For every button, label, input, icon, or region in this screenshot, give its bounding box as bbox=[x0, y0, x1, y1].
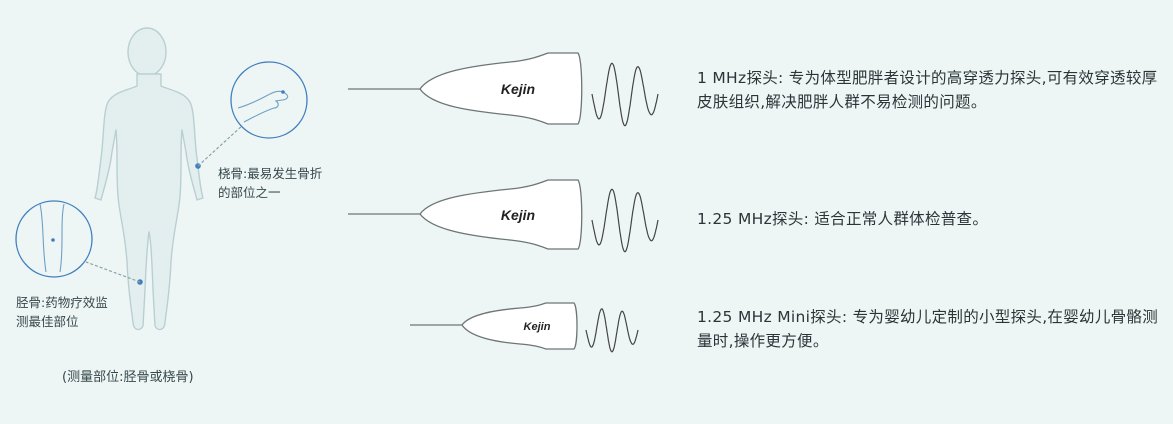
tibia-label: 胫骨:药物疗效监测最佳部位 bbox=[16, 295, 108, 329]
human-body-figure bbox=[94, 27, 204, 331]
leg-point-dot bbox=[51, 238, 55, 242]
tibia-leader-line bbox=[85, 261, 141, 283]
radius-label: 桡骨:最易发生骨折的部位之一 bbox=[218, 166, 323, 200]
leg-left-edge bbox=[39, 203, 47, 273]
probe-brand-label: Kejin bbox=[501, 207, 535, 223]
torso-and-limbs bbox=[94, 73, 204, 331]
hand-point-dot bbox=[281, 90, 285, 94]
probe-1mhz bbox=[348, 52, 659, 127]
ultrasound-wave bbox=[591, 62, 659, 127]
hand-icon bbox=[237, 90, 289, 123]
probe-125mhz bbox=[348, 179, 659, 253]
ultrasound-wave bbox=[591, 188, 659, 253]
ultrasound-wave bbox=[585, 308, 639, 353]
measure-site-caption: (测量部位:胫骨或桡骨) bbox=[62, 370, 194, 385]
probe-body bbox=[461, 302, 578, 350]
leg-right-edge bbox=[59, 203, 65, 273]
head-shape bbox=[127, 27, 167, 77]
probe-brand-label: Kejin bbox=[524, 321, 551, 333]
probe-brand-label: Kejin bbox=[501, 81, 535, 97]
probe-2-description: 1.25 MHz探头: 适合正常人群体检普查。 bbox=[697, 210, 989, 228]
leg-inset bbox=[15, 200, 93, 278]
probe-body bbox=[419, 179, 583, 250]
radius-leader-line bbox=[197, 123, 245, 167]
probe-body bbox=[419, 52, 583, 125]
wrist-inset bbox=[230, 61, 308, 139]
probe-125mhz-mini bbox=[410, 302, 639, 353]
probe-3-description: 1.25 MHz Mini探头: 专为婴幼儿定制的小型探头,在婴幼儿骨骼测量时,… bbox=[697, 308, 1159, 350]
probe-1-description: 1 MHz探头: 专为体型肥胖者设计的高穿透力探头,可有效穿透较厚皮肤组织,解决… bbox=[697, 69, 1158, 111]
